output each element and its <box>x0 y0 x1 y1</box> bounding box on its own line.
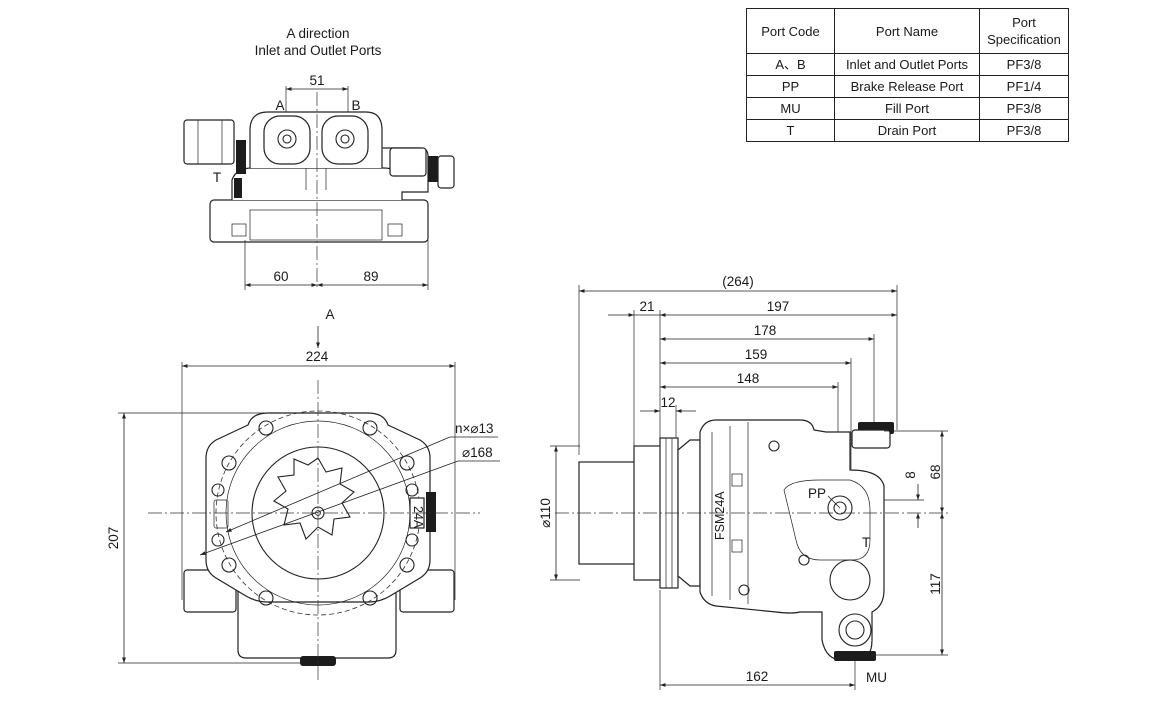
dim-overall: (264) <box>722 274 754 289</box>
dim-8: 8 <box>903 471 918 479</box>
dim-width: 224 <box>306 349 329 364</box>
table-row: MU Fill Port PF3/8 <box>746 97 1069 120</box>
port-label-t-side: T <box>862 535 870 550</box>
dim-port-spacing: 51 <box>309 73 324 88</box>
dim-117: 117 <box>928 573 943 595</box>
front-view-body: 24A <box>183 410 455 666</box>
dim-178: 178 <box>754 323 777 338</box>
cell-code: A、B <box>746 53 835 76</box>
cell-name: Drain Port <box>834 119 980 142</box>
dim-shaft-dia: ⌀110 <box>538 498 553 528</box>
cell-code: MU <box>746 97 835 120</box>
side-casting-mark: FSM24A <box>713 491 727 540</box>
front-view: A 224 207 <box>106 307 500 680</box>
port-label-pp: PP <box>808 486 826 501</box>
table-row: A、B Inlet and Outlet Ports PF3/8 <box>746 53 1069 76</box>
top-view: A direction Inlet and Outlet Ports 51 A … <box>183 26 455 290</box>
port-spec-table: Port Code Port Name Port Specification A… <box>746 8 1069 142</box>
cell-code: T <box>746 119 835 142</box>
dim-height: 207 <box>106 527 121 550</box>
dim-21: 21 <box>639 299 654 314</box>
cell-name: Inlet and Outlet Ports <box>834 53 980 76</box>
table-header-row: Port Code Port Name Port Specification <box>746 8 1069 54</box>
top-view-title-line2: Inlet and Outlet Ports <box>255 43 382 58</box>
pcd-note: ⌀168 <box>462 445 493 460</box>
dim-162: 162 <box>746 669 769 684</box>
top-view-body <box>183 111 455 243</box>
cell-spec: PF3/8 <box>979 97 1069 120</box>
dim-right: 89 <box>363 269 378 284</box>
view-arrow-label: A <box>325 307 334 322</box>
port-label-a: A <box>275 98 284 113</box>
cell-spec: PF3/8 <box>979 53 1069 76</box>
cell-name: Brake Release Port <box>834 75 980 98</box>
header-port-code: Port Code <box>746 8 835 54</box>
port-label-mu: MU <box>866 670 887 685</box>
cell-spec: PF1/4 <box>979 75 1069 98</box>
dim-left: 60 <box>273 269 288 284</box>
table-row: PP Brake Release Port PF1/4 <box>746 75 1069 98</box>
dim-148: 148 <box>737 371 760 386</box>
header-port-spec: Port Specification <box>979 8 1069 54</box>
header-port-name: Port Name <box>834 8 980 54</box>
table-row: T Drain Port PF3/8 <box>746 119 1069 142</box>
cell-spec: PF3/8 <box>979 119 1069 142</box>
dim-12: 12 <box>660 395 675 410</box>
cell-name: Fill Port <box>834 97 980 120</box>
front-casting-mark: 24A <box>411 506 425 529</box>
dim-197: 197 <box>767 299 790 314</box>
top-view-title-line1: A direction <box>286 26 349 41</box>
port-label-b: B <box>351 98 360 113</box>
side-view: (264) 21 197 178 159 148 12 ⌀110 <box>538 274 948 690</box>
port-label-t-top: T <box>213 170 221 185</box>
side-view-body: FSM24A <box>578 419 894 661</box>
bolt-note: n×⌀13 <box>455 421 494 436</box>
cell-code: PP <box>746 75 835 98</box>
dim-159: 159 <box>745 347 768 362</box>
dim-68: 68 <box>928 464 943 479</box>
